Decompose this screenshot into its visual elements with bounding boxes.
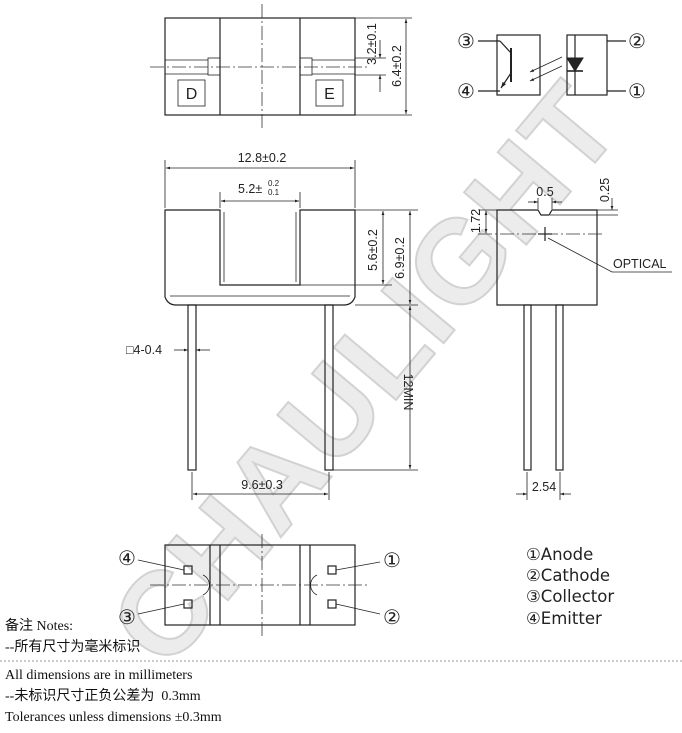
front-view: 12.8±0.2 5.2± 0.2 0.1 5.6±0.2 6.9±0.2 12… — [126, 151, 418, 500]
bottom-view-pin-1 — [327, 565, 337, 575]
side-view-lead-right — [555, 304, 564, 471]
schematic-pin-label: ④ — [457, 79, 475, 103]
pin-legend: ①Anode ②Cathode ③Collector ④Emitter — [526, 545, 614, 628]
top-view-marker-left: D — [186, 86, 198, 103]
dim-slot-depth-label: 5.6±0.2 — [366, 229, 380, 271]
dim-slot-tol-lower: 0.1 — [268, 188, 280, 197]
dim-lead-pitch-label: 9.6±0.3 — [241, 478, 283, 492]
side-view-lead-left — [523, 304, 532, 471]
schematic-pin-label: ② — [628, 29, 646, 53]
bottom-view-leader — [137, 559, 185, 571]
dim-notch-label: 0.5 — [536, 185, 553, 199]
legend-item: ①Anode — [526, 545, 593, 564]
legend-item: ④Emitter — [526, 609, 602, 628]
optical-leader-line — [547, 237, 672, 273]
bottom-view-leader — [137, 603, 185, 615]
top-view-window-left — [207, 57, 221, 76]
schematic-emitter-box — [566, 34, 608, 96]
optical-center-cross-icon — [538, 227, 552, 241]
top-view-outline — [164, 17, 356, 116]
bottom-view: ④ ③ ① ② — [118, 534, 401, 636]
schematic-sensor-box — [496, 34, 541, 96]
dim-width-label: 12.8±0.2 — [238, 151, 287, 165]
dim-slot-label: 5.2± — [238, 182, 262, 196]
top-view-window-right — [299, 57, 313, 76]
notes-line: Tolerances unless dimensions ±0.3mm — [5, 710, 222, 725]
notes-line: All dimensions are in millimeters — [5, 668, 192, 683]
led-diode-icon — [566, 35, 584, 95]
notes-line: --未标识尺寸正负公差为 0.3mm — [5, 688, 201, 704]
phototransistor-icon — [499, 40, 512, 89]
bottom-view-leader — [335, 603, 381, 615]
top-view-marker-box-left — [177, 79, 206, 107]
bottom-view-pin-label: ③ — [118, 605, 136, 629]
dim-lead-label: □4-0.4 — [126, 343, 162, 357]
bottom-view-arc-right — [310, 574, 318, 596]
dim-lead-pitch-side-label: 2.54 — [532, 480, 556, 494]
dim-slot-tol-upper: 0.2 — [268, 179, 280, 188]
legend-item: ③Collector — [526, 587, 614, 606]
dim-body-height-label: 6.9±0.2 — [393, 237, 407, 279]
optical-label: OPTICAL — [613, 257, 667, 271]
dim-inner-height-label: 3.2±0.1 — [365, 23, 379, 65]
side-view: 0.5 0.25 1.72 OPTICAL 2.54 — [469, 178, 672, 500]
dim-axis-label: 1.72 — [469, 209, 483, 233]
bottom-view-pin-label: ② — [383, 605, 401, 629]
front-view-lead-right — [324, 304, 334, 471]
dim-lead-length-label: 12MIN — [401, 374, 415, 411]
schematic-pin-label: ③ — [457, 29, 475, 53]
bottom-view-pin-2 — [327, 599, 337, 609]
top-view-marker-right: E — [324, 86, 335, 103]
bottom-view-leader — [335, 561, 381, 571]
notes-line: --所有尺寸为毫米标识 — [5, 638, 140, 655]
top-view-marker-box-right — [315, 79, 344, 107]
dim-notch-depth-label: 0.25 — [598, 178, 612, 202]
notes-heading: 备注 Notes: — [5, 617, 73, 634]
bottom-view-arc-left — [202, 574, 210, 596]
front-view-lead-left — [187, 304, 197, 471]
bottom-view-pin-label: ① — [383, 548, 401, 572]
notes: 备注 Notes: --所有尺寸为毫米标识 All dimensions are… — [0, 617, 682, 725]
bottom-view-pin-label: ④ — [118, 546, 136, 570]
top-view: D E 3.2±0.1 6.4±0.2 — [150, 4, 412, 130]
legend-item: ②Cathode — [526, 566, 610, 585]
dim-total-height-label: 6.4±0.2 — [390, 45, 404, 87]
schematic-pin-label: ① — [628, 79, 646, 103]
light-arrows-icon — [529, 56, 563, 82]
front-view-body — [164, 209, 356, 306]
schematic: ③ ④ ② ① — [457, 29, 646, 103]
